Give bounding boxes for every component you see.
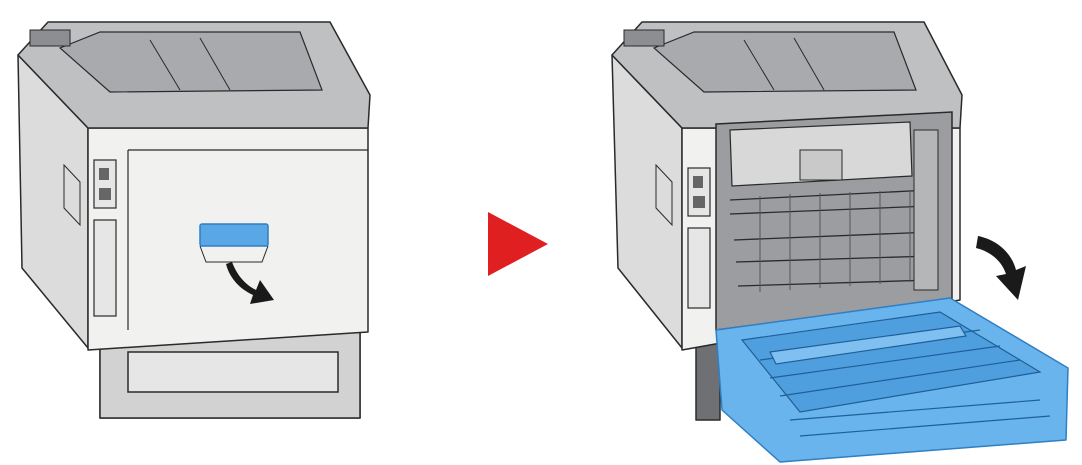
rear-cover-seam: [127, 149, 368, 330]
right-triangle-arrow-icon: [488, 212, 548, 276]
operation-panel: [623, 29, 665, 47]
lan-port: [99, 188, 111, 200]
interface-panel: [93, 159, 117, 209]
side-slot: [687, 227, 711, 309]
rear-cover-inner: [740, 311, 1042, 413]
side-vent: [63, 163, 81, 227]
printer-closed: [17, 21, 371, 419]
output-tray-divider: [743, 37, 825, 91]
operation-panel: [29, 29, 71, 47]
usb-port: [99, 168, 109, 180]
curved-down-arrow-icon: [226, 262, 274, 304]
rear-cover-roller-bar: [769, 325, 967, 365]
usb-port: [693, 176, 703, 188]
output-tray: [58, 31, 323, 93]
paper-tray-slot: [127, 351, 339, 393]
curved-down-arrow-icon: [976, 236, 1026, 300]
rear-cover-handle: [199, 223, 269, 247]
printer-open: [611, 21, 1069, 463]
handle-recess: [199, 245, 269, 263]
side-slot: [93, 219, 117, 317]
output-tray-divider: [149, 37, 231, 91]
output-tray: [652, 31, 917, 93]
lan-port: [693, 196, 705, 208]
paper-path-ribs: [759, 190, 911, 292]
interface-panel: [687, 167, 711, 217]
right-guide-lever: [913, 129, 939, 291]
side-vent: [655, 163, 673, 227]
fuser-latch: [799, 149, 843, 181]
paper-path-rollers: [729, 189, 933, 287]
